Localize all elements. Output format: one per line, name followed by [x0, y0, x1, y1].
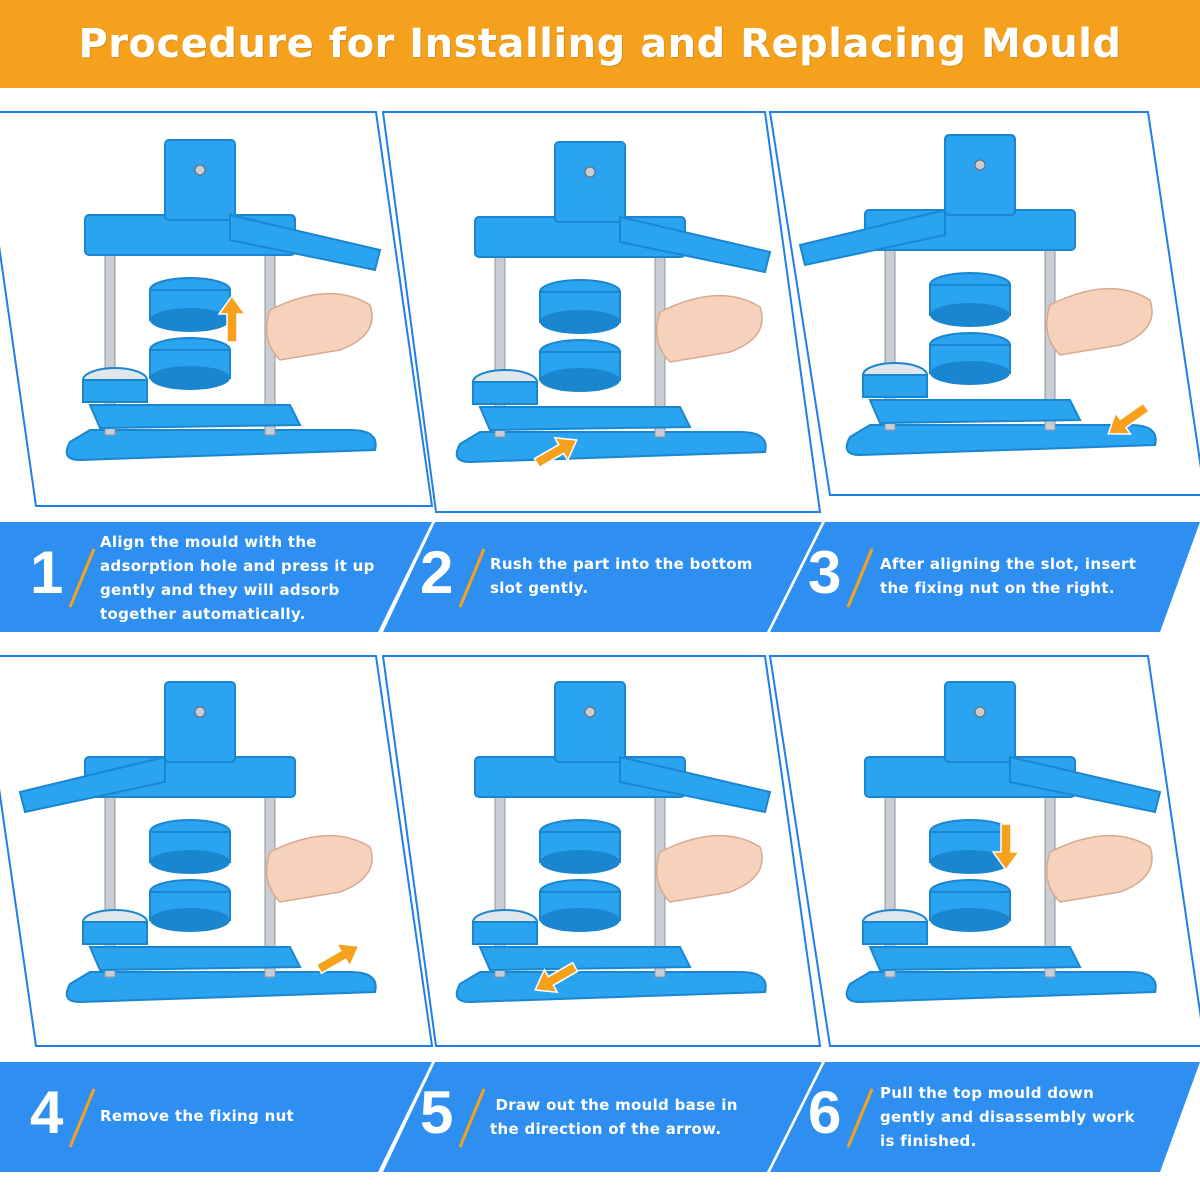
caption-line: the fixing nut on the right.: [880, 579, 1115, 597]
caption-band: [770, 1062, 1200, 1172]
number-slash: [68, 1088, 96, 1148]
caption-line: the direction of the arrow.: [490, 1120, 722, 1138]
step-caption: Draw out the mould base in the direction …: [490, 1093, 738, 1141]
step-caption: Remove the fixing nut: [100, 1104, 294, 1128]
button-press-machine: [18, 681, 377, 1004]
caption-band: [0, 522, 432, 632]
step-number: 4: [30, 1079, 64, 1146]
header-banner: Procedure for Installing and Replacing M…: [0, 0, 1200, 88]
caption-line: Rush the part into the bottom: [490, 555, 753, 573]
direction-arrow-icon: [1107, 402, 1150, 435]
page-title: Procedure for Installing and Replacing M…: [78, 21, 1122, 67]
caption-line: is finished.: [880, 1132, 977, 1150]
caption-band: [770, 522, 1200, 632]
step-number: 6: [808, 1079, 842, 1146]
number-slash: [68, 548, 96, 608]
button-press-machine: [845, 681, 1162, 1004]
caption-line: Pull the top mould down: [880, 1084, 1095, 1102]
direction-arrow-icon: [534, 961, 579, 994]
caption-line: Align the mould with the: [100, 533, 317, 551]
step-caption: After aligning the slot, insert the fixin…: [880, 552, 1136, 600]
step-caption: Rush the part into the bottom slot gently…: [490, 552, 753, 600]
direction-arrow-icon: [315, 942, 360, 975]
caption-line: Remove the fixing nut: [100, 1107, 295, 1125]
caption-line: slot gently.: [490, 579, 589, 597]
button-press-machine: [455, 141, 772, 464]
button-press-machine: [65, 139, 382, 462]
number-slash: [846, 548, 874, 608]
hand: [265, 834, 373, 903]
direction-arrow-icon: [217, 294, 247, 343]
number-slash: [458, 1088, 486, 1148]
hand: [655, 294, 763, 363]
step-number: 5: [420, 1079, 454, 1146]
step-caption: Align the mould with the adsorption hole …: [100, 530, 375, 626]
direction-arrow-icon: [533, 436, 578, 469]
button-press-machine: [455, 681, 772, 1004]
direction-arrow-icon: [991, 823, 1021, 872]
caption-line: gently and disassembly work: [880, 1108, 1135, 1126]
number-slash: [846, 1088, 874, 1148]
hand: [1045, 834, 1153, 903]
caption-line: gently and they will adsorb: [100, 581, 340, 599]
step-number: 2: [420, 539, 454, 606]
caption-band: [383, 1062, 822, 1172]
hand: [1045, 287, 1153, 356]
caption-line: After aligning the slot, insert: [880, 555, 1137, 573]
caption-line: together automatically.: [100, 605, 306, 623]
number-slash: [458, 548, 486, 608]
step-caption: Pull the top mould down gently and disass…: [880, 1081, 1135, 1153]
button-press-machine: [798, 134, 1157, 457]
hand: [265, 292, 373, 361]
hand: [655, 834, 763, 903]
caption-line: Draw out the mould base in: [490, 1096, 738, 1114]
step-number: 3: [808, 539, 842, 606]
caption-band: [383, 522, 822, 632]
caption-line: adsorption hole and press it up: [100, 557, 375, 575]
caption-band: [0, 1062, 432, 1172]
step-number: 1: [30, 539, 64, 606]
